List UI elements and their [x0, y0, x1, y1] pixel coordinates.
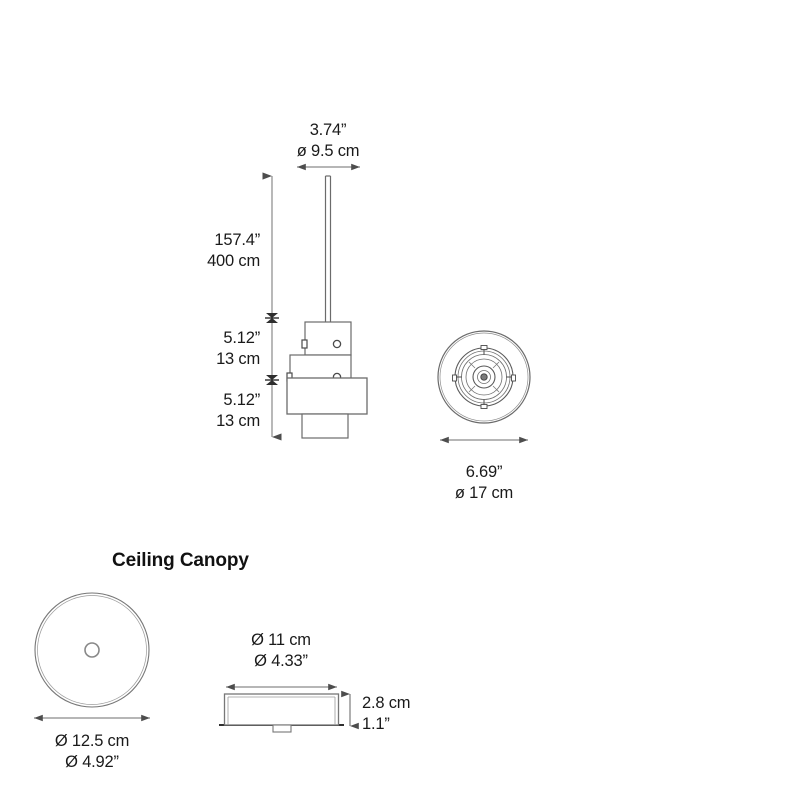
shade-diameter-label-cm: ø 9.5 cm — [296, 142, 360, 160]
shade-diameter-label-inch: 3.74” — [309, 121, 347, 139]
lamp-lower-diffuser — [301, 413, 349, 439]
canopy-plan-view — [34, 592, 150, 722]
lower-body-height-label-cm: 13 cm — [216, 412, 260, 430]
upper-body-height-label-cm: 13 cm — [216, 350, 260, 368]
canopy-side-diameter-label-cm: Ø 11 cm — [251, 631, 311, 649]
lower-body-height-label-inch: 5.12” — [223, 391, 260, 409]
vertical-dimension-stack — [262, 172, 282, 441]
canopy-plan-diameter-label-cm: Ø 12.5 cm — [54, 732, 130, 750]
lamp-shade-band — [286, 377, 368, 415]
pendant-bottom-view — [437, 330, 531, 444]
canopy-center-hole-icon — [84, 642, 100, 658]
bottom-view-diameter-label-inch: 6.69” — [465, 463, 503, 481]
dimension-tick-lower — [265, 375, 279, 385]
pendant-front-view — [262, 163, 368, 441]
upper-body-height-label-inch: 5.12” — [223, 329, 260, 347]
bottom-view-diameter-label-cm: ø 17 cm — [454, 484, 514, 502]
canopy-side-view — [219, 683, 359, 733]
canopy-side-diameter-label-inch: Ø 4.33” — [254, 652, 308, 670]
canopy-side-height-label-cm: 2.8 cm — [362, 694, 411, 712]
canopy-cable-outlet — [272, 724, 292, 733]
suspension-cable-icon — [324, 175, 332, 322]
canopy-section-title: Ceiling Canopy — [112, 550, 249, 571]
drop-length-label-inch: 157.4” — [214, 231, 260, 249]
lamp-upper-housing — [301, 321, 352, 356]
drop-length-label-cm: 400 cm — [207, 252, 260, 270]
dimension-tick-upper — [265, 313, 279, 323]
canopy-side-height-label-inch: 1.1” — [362, 715, 390, 733]
canopy-plan-diameter-label-inch: Ø 4.92” — [65, 753, 119, 771]
